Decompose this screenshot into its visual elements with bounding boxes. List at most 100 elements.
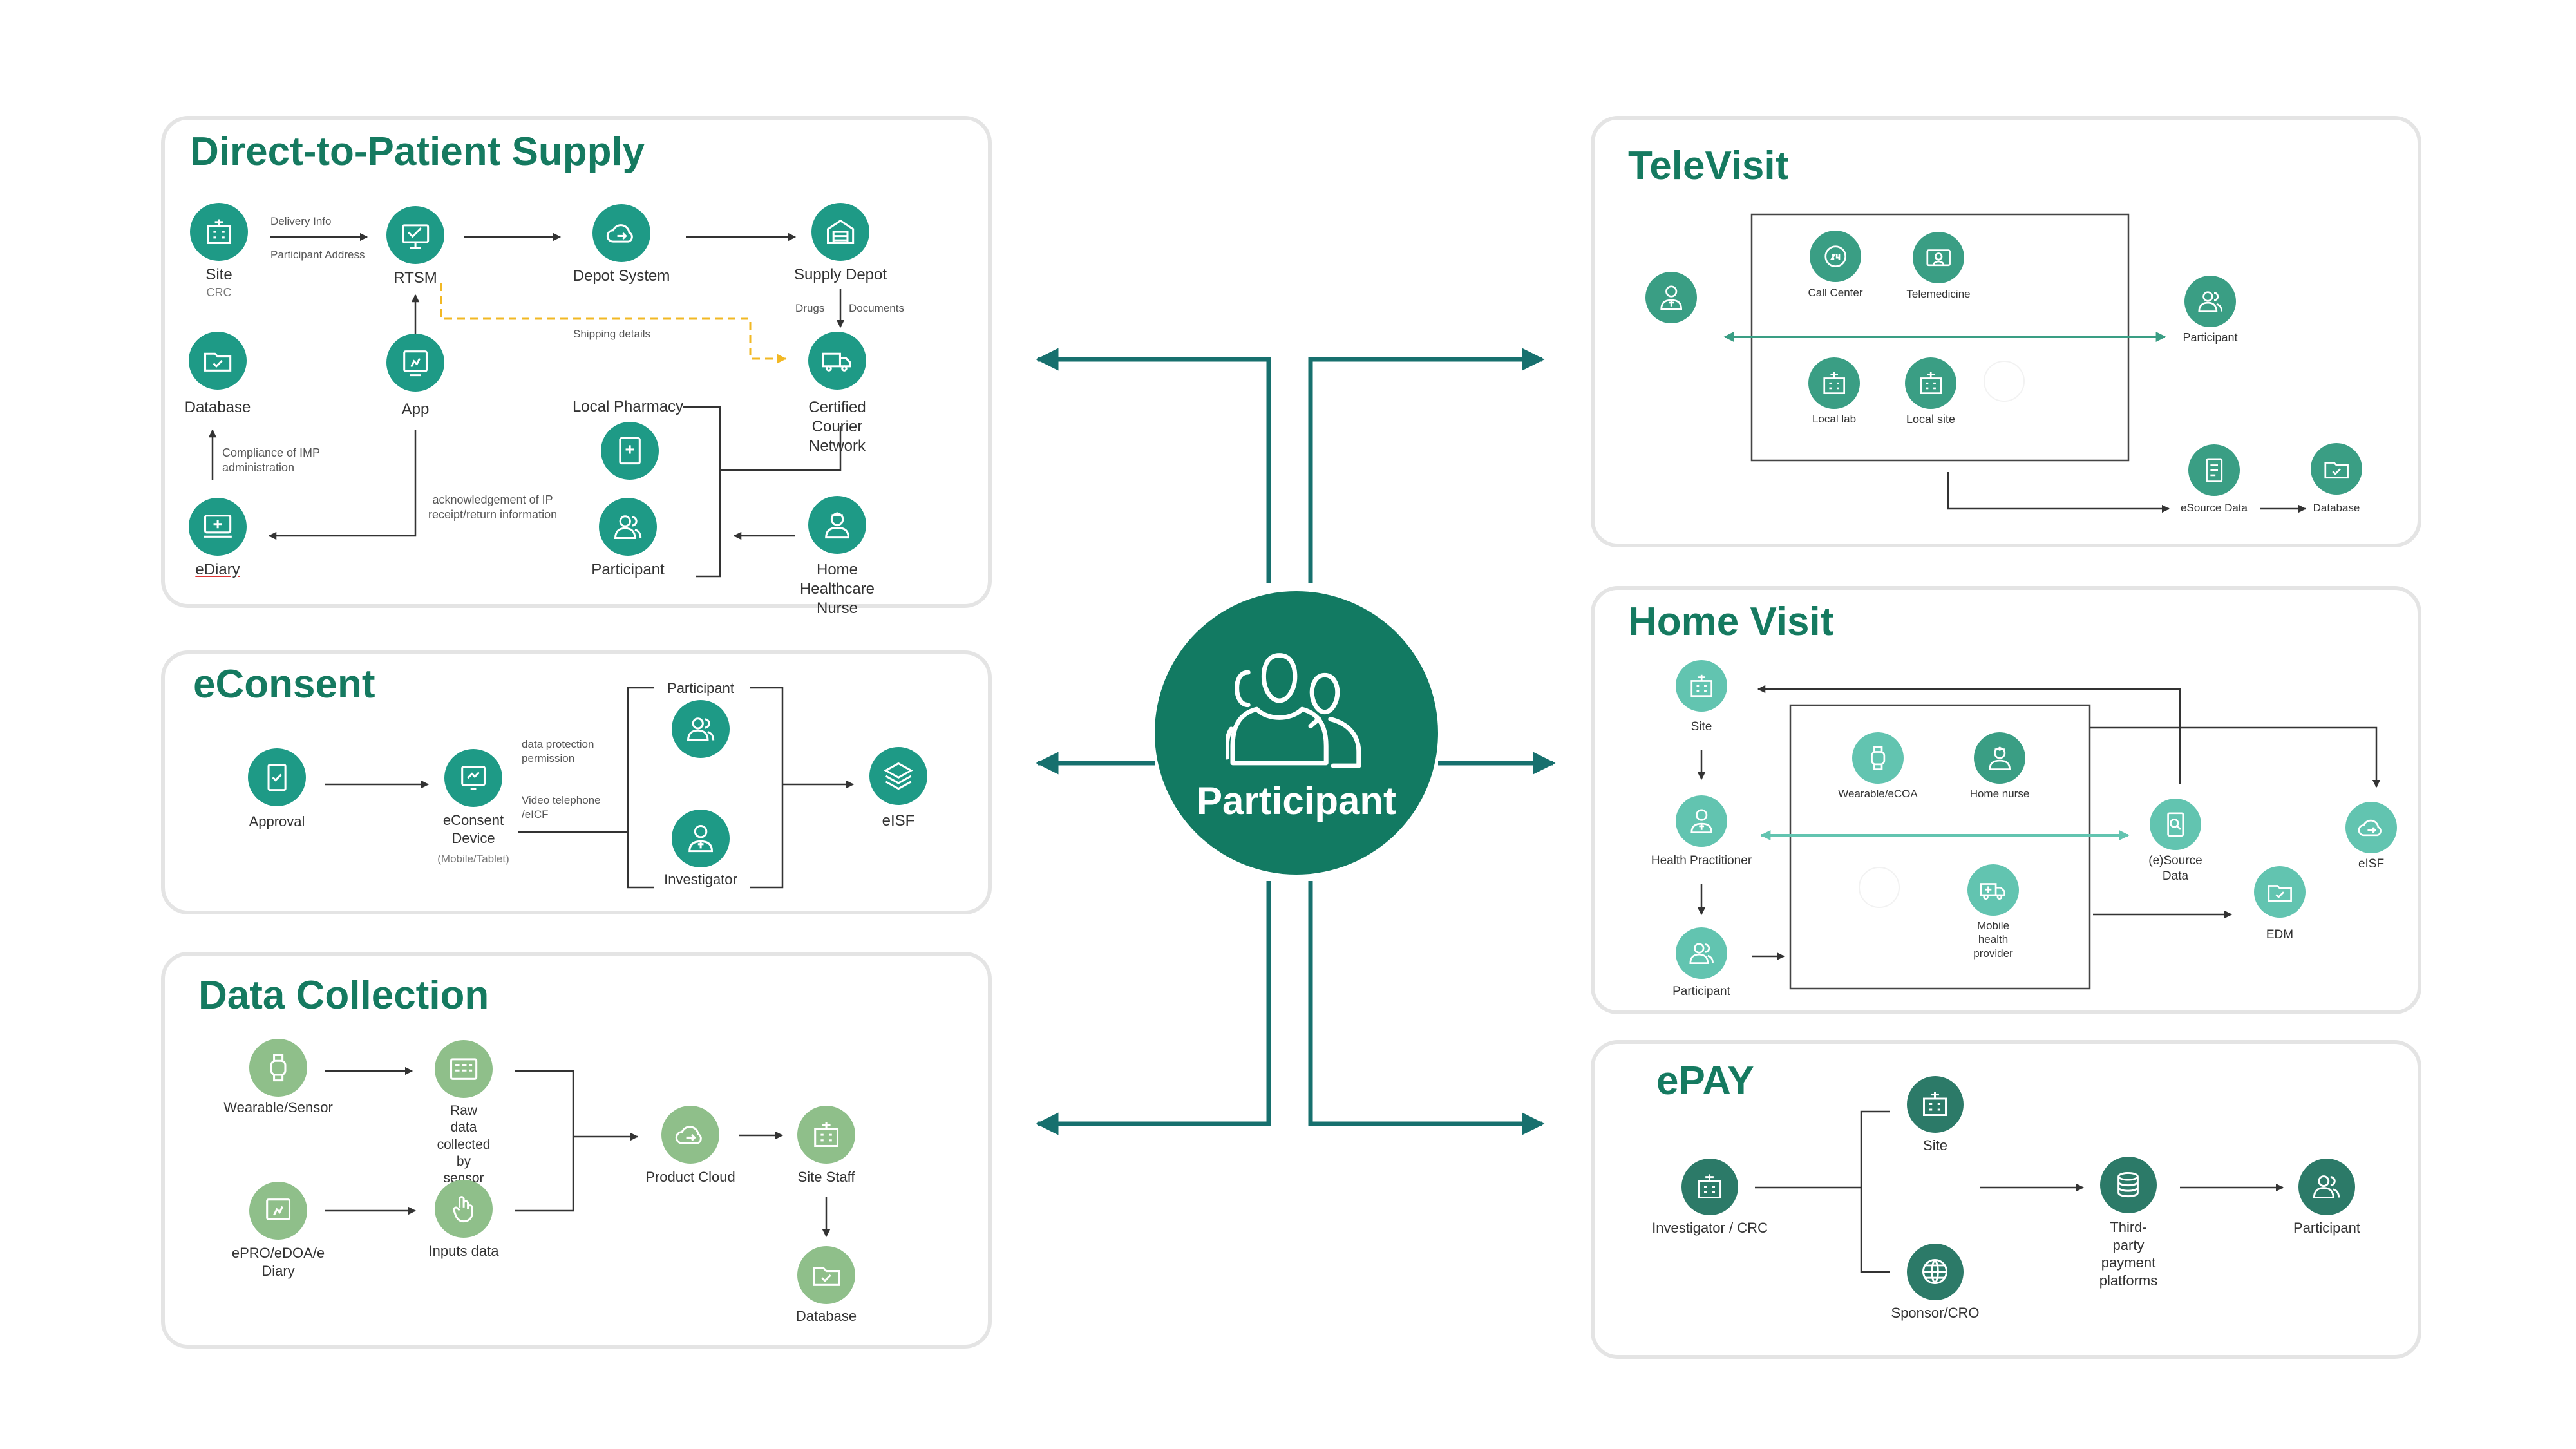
home-nurse-label: Home Healthcare Nurse bbox=[799, 561, 875, 617]
eisf-icon bbox=[869, 747, 927, 805]
hub-label: Participant bbox=[1196, 779, 1397, 822]
pharmacy-icon bbox=[601, 422, 659, 480]
local-lab-icon bbox=[1808, 357, 1860, 409]
supply-depot-label: Supply Depot bbox=[793, 266, 887, 283]
ediary-label: eDiary bbox=[195, 561, 240, 578]
esource-label: eSource Data bbox=[2181, 502, 2248, 514]
globe-icon bbox=[1907, 1244, 1964, 1300]
faded-icon bbox=[1984, 361, 2025, 402]
epay-panel bbox=[1591, 1040, 2421, 1359]
doctor-icon bbox=[1645, 272, 1697, 323]
health-practitioner-icon bbox=[1676, 795, 1727, 847]
investigator-label: Investigator bbox=[664, 871, 737, 887]
data-protection-label: data protection permission bbox=[522, 738, 594, 765]
hv-site-icon bbox=[1676, 660, 1727, 712]
homevisit-title: Home Visit bbox=[1628, 600, 1834, 644]
participant-group-icon bbox=[1226, 652, 1361, 768]
epro-icon bbox=[249, 1182, 307, 1240]
rtsm-icon bbox=[386, 206, 444, 264]
participant-label: Participant bbox=[591, 561, 665, 578]
raw-data-icon bbox=[435, 1040, 493, 1098]
edm-label: EDM bbox=[2266, 928, 2294, 942]
approval-label: Approval bbox=[249, 813, 305, 829]
home-nurse-icon bbox=[808, 496, 866, 554]
datacollection-title: Data Collection bbox=[198, 973, 489, 1018]
hv-faded-icon bbox=[1859, 867, 1900, 908]
payment-platform-label: Third-party payment platforms bbox=[2099, 1219, 2158, 1289]
local-lab-label: Local lab bbox=[1812, 413, 1857, 425]
tv-database-icon bbox=[2311, 443, 2362, 495]
dtp-title: Direct-to-Patient Supply bbox=[190, 129, 645, 174]
hv-participant-label: Participant bbox=[1672, 985, 1730, 998]
wearable-sensor-label: Wearable/Sensor bbox=[223, 1099, 333, 1115]
televisit-title: TeleVisit bbox=[1628, 144, 1789, 188]
database-icon bbox=[189, 332, 247, 390]
epay-participant-label: Participant bbox=[2293, 1220, 2360, 1236]
call-center-icon bbox=[1810, 231, 1861, 282]
participant-icon bbox=[599, 498, 657, 556]
depot-system-icon bbox=[592, 204, 650, 262]
product-cloud-icon bbox=[661, 1106, 719, 1164]
compliance-label: Compliance of IMP administration bbox=[222, 446, 321, 475]
hv-esource-label: (e)Source Data bbox=[2148, 854, 2202, 883]
eisf-label: eISF bbox=[882, 812, 915, 829]
hv-site-label: Site bbox=[1690, 720, 1712, 734]
econsent-device-sub-label: (Mobile/Tablet) bbox=[437, 853, 509, 865]
hv-esource-icon bbox=[2150, 799, 2201, 850]
app-label: App bbox=[401, 401, 430, 418]
investigator-crc-label: Investigator / CRC bbox=[1652, 1220, 1768, 1236]
hv-eisf-label: eISF bbox=[2358, 857, 2385, 871]
payment-platform-icon bbox=[2100, 1157, 2157, 1213]
tv-database-label: Database bbox=[2313, 502, 2360, 514]
econsent-device-icon bbox=[444, 749, 502, 807]
documents-label: Documents bbox=[849, 302, 904, 314]
participant-address-label: Participant Address bbox=[270, 249, 365, 261]
video-telephone-label: Video telephone /eICF bbox=[522, 794, 601, 821]
econsent-participant-label: Participant bbox=[667, 680, 734, 696]
rtsm-label: RTSM bbox=[393, 269, 437, 287]
esource-icon bbox=[2188, 444, 2240, 496]
participant-hub: Participant bbox=[1155, 591, 1438, 875]
ediary-icon bbox=[189, 498, 247, 556]
local-pharmacy-label: Local Pharmacy bbox=[572, 398, 684, 415]
site-icon bbox=[190, 203, 248, 261]
call-center-label: Call Center bbox=[1808, 287, 1863, 299]
telemedicine-label: Telemedicine bbox=[1906, 288, 1971, 300]
wearable-sensor-icon bbox=[249, 1039, 307, 1097]
epay-site-label: Site bbox=[1923, 1137, 1947, 1153]
inputs-data-label: Inputs data bbox=[428, 1243, 499, 1259]
site-sub-label: CRC bbox=[206, 286, 232, 299]
telemedicine-icon bbox=[1913, 232, 1964, 283]
epay-participant-icon bbox=[2298, 1159, 2355, 1215]
acknowledgement-label: acknowledgement of IP receipt/return inf… bbox=[428, 493, 558, 522]
tv-participant-icon bbox=[2184, 276, 2236, 327]
health-practitioner-label: Health Practitioner bbox=[1651, 854, 1752, 867]
epay-title: ePAY bbox=[1656, 1059, 1754, 1103]
dc-database-icon bbox=[797, 1246, 855, 1304]
mobile-provider-label: Mobile health provider bbox=[1973, 920, 2013, 960]
epro-label: ePRO/eDOA/e Diary bbox=[231, 1245, 325, 1279]
supply-depot-icon bbox=[811, 203, 869, 261]
drugs-label: Drugs bbox=[795, 302, 825, 314]
econsent-title: eConsent bbox=[193, 662, 375, 706]
dc-database-label: Database bbox=[795, 1308, 857, 1324]
raw-data-label: Raw data collected by sensor bbox=[437, 1103, 491, 1186]
wearable-ecoa-icon bbox=[1852, 732, 1904, 784]
shipping-details-label: Shipping details bbox=[573, 328, 651, 340]
product-cloud-label: Product Cloud bbox=[645, 1169, 735, 1185]
tv-participant-label: Participant bbox=[2183, 331, 2238, 344]
hv-participant-icon bbox=[1676, 927, 1727, 979]
local-site-label: Local site bbox=[1906, 413, 1956, 426]
approval-icon bbox=[248, 748, 306, 806]
courier-truck-icon bbox=[808, 332, 866, 390]
site-staff-label: Site Staff bbox=[797, 1169, 855, 1185]
local-site-icon bbox=[1905, 357, 1956, 409]
app-icon bbox=[386, 334, 444, 392]
econsent-device-label: eConsent Device bbox=[442, 812, 504, 846]
homevisit-panel bbox=[1591, 586, 2421, 1014]
depot-system-label: Depot System bbox=[573, 267, 670, 285]
sponsor-cro-label: Sponsor/CRO bbox=[1891, 1305, 1980, 1321]
investigator-crc-icon bbox=[1681, 1159, 1738, 1215]
mobile-provider-icon bbox=[1967, 864, 2019, 916]
